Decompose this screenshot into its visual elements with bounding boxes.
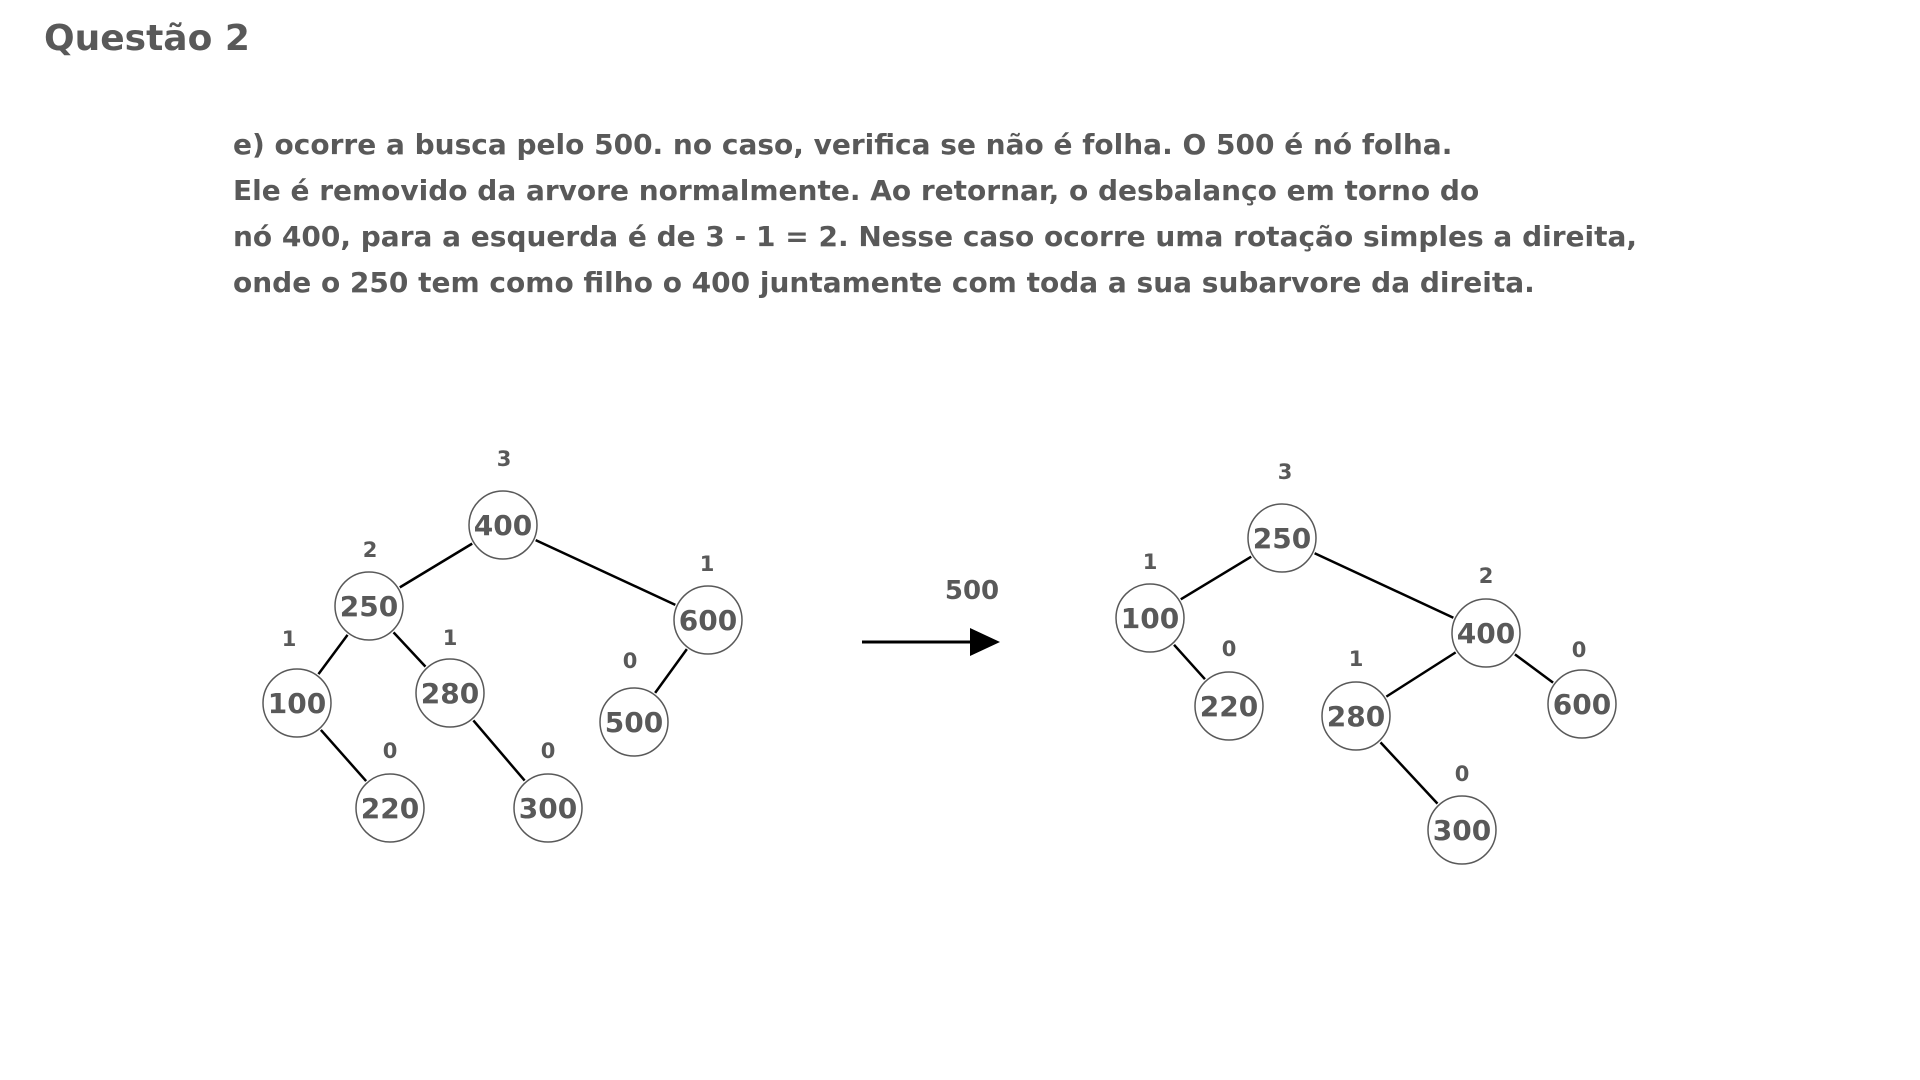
node-circle bbox=[1427, 795, 1497, 865]
node-value: 300 bbox=[519, 792, 577, 825]
node-value: 500 bbox=[605, 706, 663, 739]
node-circle bbox=[1115, 583, 1185, 653]
node-height-label: 1 bbox=[443, 626, 458, 650]
node-circle bbox=[673, 585, 743, 655]
node-value: 300 bbox=[1433, 814, 1491, 847]
tree-node-500: 500 0 bbox=[599, 649, 669, 757]
node-value: 400 bbox=[474, 509, 532, 542]
tree-node-300: 300 0 bbox=[513, 739, 583, 843]
node-height-label: 0 bbox=[541, 739, 556, 763]
tree-node-280: 280 1 bbox=[1321, 647, 1391, 751]
node-value: 600 bbox=[679, 604, 737, 637]
node-circle bbox=[1451, 598, 1521, 668]
node-value: 250 bbox=[340, 590, 398, 623]
tree-node-220: 220 0 bbox=[1194, 637, 1264, 741]
node-height-label: 1 bbox=[700, 552, 715, 576]
node-value: 400 bbox=[1457, 617, 1515, 650]
node-circle bbox=[1547, 669, 1617, 739]
tree-node-100: 100 1 bbox=[1115, 550, 1185, 653]
tree-node-100: 100 1 bbox=[262, 627, 332, 738]
tree-edge bbox=[1385, 651, 1457, 698]
node-height-label: 2 bbox=[1479, 564, 1494, 588]
tree-edge bbox=[317, 634, 349, 675]
node-height-label: 0 bbox=[1222, 637, 1237, 661]
tree-edge bbox=[319, 729, 368, 782]
tree-node-250: 250 2 bbox=[334, 538, 404, 641]
node-circle bbox=[262, 668, 332, 738]
tree-node-600: 600 0 bbox=[1547, 638, 1617, 739]
node-value: 250 bbox=[1253, 522, 1311, 555]
node-circle bbox=[355, 773, 425, 843]
slide-title: Questão 2 bbox=[44, 18, 250, 59]
explanation-line: e) ocorre a busca pelo 500. no caso, ver… bbox=[233, 128, 1453, 161]
tree-node-280: 280 1 bbox=[415, 626, 485, 728]
explanation-text: e) ocorre a busca pelo 500. no caso, ver… bbox=[233, 122, 1773, 306]
explanation-line: Ele é removido da arvore normalmente. Ao… bbox=[233, 174, 1480, 207]
tree-edge bbox=[1514, 653, 1554, 684]
node-value: 280 bbox=[421, 677, 479, 710]
explanation-line: nó 400, para a esquerda é de 3 - 1 = 2. … bbox=[233, 220, 1638, 253]
node-circle bbox=[1321, 681, 1391, 751]
explanation-line: onde o 250 tem como filho o 400 juntamen… bbox=[233, 266, 1535, 299]
node-value: 220 bbox=[361, 792, 419, 825]
arrow-label: 500 bbox=[945, 576, 999, 606]
node-value: 280 bbox=[1327, 700, 1385, 733]
node-value: 100 bbox=[1121, 602, 1179, 635]
transition-arrow: 500 bbox=[862, 576, 1000, 656]
node-circle bbox=[468, 490, 538, 560]
tree-node-400: 400 2 bbox=[1451, 564, 1521, 668]
node-height-label: 3 bbox=[497, 447, 512, 471]
node-value: 100 bbox=[268, 687, 326, 720]
node-circle bbox=[1194, 671, 1264, 741]
tree-edge bbox=[1180, 555, 1252, 601]
tree-edge bbox=[1379, 741, 1439, 805]
node-height-label: 0 bbox=[1455, 762, 1470, 786]
tree-node-400: 400 3 bbox=[468, 447, 538, 560]
node-circle bbox=[334, 571, 404, 641]
node-circle bbox=[1247, 503, 1317, 573]
node-height-label: 2 bbox=[363, 538, 378, 562]
tree-node-300: 300 0 bbox=[1427, 762, 1497, 865]
tree-edge bbox=[1173, 643, 1206, 681]
tree-edge bbox=[654, 648, 688, 694]
tree-edge bbox=[1314, 552, 1454, 619]
tree-node-600: 600 1 bbox=[673, 552, 743, 655]
tree-edge bbox=[535, 539, 676, 606]
node-height-label: 3 bbox=[1278, 460, 1293, 484]
arrow-head-icon bbox=[970, 628, 1000, 656]
node-height-label: 1 bbox=[282, 627, 297, 651]
tree-before-removal: 400 3 250 2 600 1 100 1 280 1 500 0 220 0 300 0 bbox=[262, 447, 743, 843]
node-value: 600 bbox=[1553, 688, 1611, 721]
tree-node-220: 220 0 bbox=[355, 739, 425, 843]
tree-after-rotation: 250 3 100 1 400 2 220 0 280 1 600 0 300 0 bbox=[1115, 460, 1617, 865]
node-height-label: 1 bbox=[1143, 550, 1158, 574]
tree-edge bbox=[392, 631, 427, 668]
node-height-label: 0 bbox=[1572, 638, 1587, 662]
node-value: 220 bbox=[1200, 690, 1258, 723]
tree-edge bbox=[399, 542, 473, 589]
node-circle bbox=[415, 658, 485, 728]
node-circle bbox=[513, 773, 583, 843]
node-height-label: 0 bbox=[383, 739, 398, 763]
tree-node-250: 250 3 bbox=[1247, 460, 1317, 573]
node-circle bbox=[599, 687, 669, 757]
tree-edge bbox=[472, 719, 526, 782]
node-height-label: 1 bbox=[1349, 647, 1364, 671]
node-height-label: 0 bbox=[623, 649, 638, 673]
